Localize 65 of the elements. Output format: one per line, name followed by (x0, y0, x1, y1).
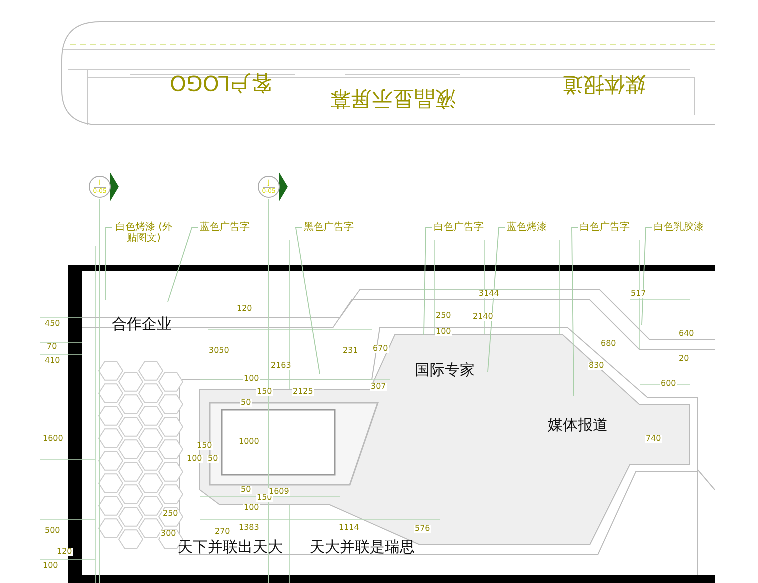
dimension-label: 640 (678, 330, 696, 338)
dimension-label: 50 (240, 399, 252, 407)
dimension-label: 120 (56, 548, 74, 556)
callout-label: 白色广告字 (578, 222, 632, 233)
dimension-label: 500 (44, 527, 62, 535)
dimension-label: 1600 (42, 435, 64, 443)
dimension-label: 740 (645, 435, 662, 443)
wall-heading: 国际专家 (415, 363, 475, 378)
dimension-label: 307 (370, 383, 388, 391)
dimension-label: 517 (630, 290, 648, 298)
dimension-label: 100 (435, 328, 452, 336)
dimension-label: 3144 (478, 290, 500, 298)
callout-label: 蓝色烤漆 (505, 222, 549, 233)
dimension-label: 20 (678, 355, 690, 363)
dimension-label: 2125 (292, 388, 314, 396)
dimension-label: 600 (660, 380, 678, 388)
dimension-label: 70 (46, 343, 58, 351)
dimension-label: 100 (42, 562, 60, 570)
callout-label: 蓝色广告字 (198, 222, 252, 233)
leader-line (488, 228, 506, 372)
dimension-label: 150 (196, 442, 214, 450)
dimension-label: 100 (243, 375, 260, 383)
wall-heading: 天下并联出天大 (178, 540, 283, 555)
dimension-label: 50 (240, 486, 252, 494)
dimension-label: 576 (414, 525, 432, 533)
dimension-label: 1000 (238, 438, 260, 446)
dimension-label: 250 (162, 510, 180, 518)
leader-line (642, 228, 652, 326)
sign-text: 液晶显示屏幕 (330, 88, 456, 109)
sign-text: 媒体报道 (562, 74, 646, 95)
leader-line (572, 228, 578, 396)
dimension-label: 1383 (238, 524, 260, 532)
sign-text: 客户LOGO (170, 72, 272, 93)
dimension-label: 150 (256, 388, 274, 396)
dimension-label: 1114 (338, 524, 360, 532)
leader-line (168, 228, 198, 302)
section-marker (89, 176, 111, 198)
dimension-label: 1609 (268, 488, 290, 496)
dimension-label: 2163 (270, 362, 292, 370)
dimension-label: 680 (600, 340, 618, 348)
dimension-label: 830 (588, 362, 606, 370)
wall-heading: 天大并联是瑞思 (310, 540, 415, 555)
dimension-label: 670 (372, 345, 390, 353)
wall-heading: 合作企业 (112, 317, 172, 332)
leader-line (106, 228, 112, 300)
dimension-label: 270 (214, 528, 232, 536)
dimension-label: 250 (435, 312, 452, 320)
dimension-label: 120 (236, 305, 254, 313)
callout-label: 白色广告字 (432, 222, 486, 233)
leader-line (295, 228, 320, 374)
dimension-label: 231 (342, 347, 360, 355)
callout-label: 黑色广告字 (302, 222, 356, 233)
dimension-label: 2140 (472, 313, 494, 321)
section-marker (258, 176, 280, 198)
leader-line (424, 228, 432, 336)
callout-label: 白色乳胶漆 (652, 222, 706, 233)
dimension-label: 100 (243, 504, 260, 512)
dimension-label: 450 (44, 320, 62, 328)
dimension-label: 50 (207, 455, 220, 463)
wall-heading: 媒体报道 (548, 418, 608, 433)
dimension-label: 410 (44, 357, 62, 365)
dimension-label: 100 (186, 455, 204, 463)
dimension-label: 300 (160, 530, 178, 538)
dimension-label: 3050 (208, 347, 230, 355)
callout-label: 白色烤漆 (外贴图文) (112, 222, 176, 244)
